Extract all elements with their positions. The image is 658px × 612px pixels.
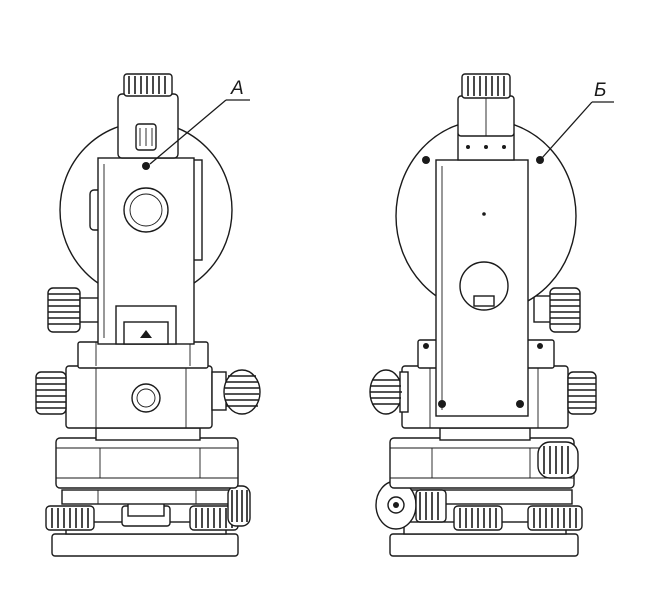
- callout-label-b: Б: [594, 80, 606, 101]
- tangent-screw-upper-right-b: [533, 287, 581, 333]
- clamp-knob-lower: [227, 485, 251, 527]
- theodolite-view-b: [369, 73, 614, 557]
- tangent-screw-upper-left: [47, 287, 101, 333]
- clamp-knob-side-b: [537, 441, 579, 479]
- tangent-screw-right-b: [567, 371, 597, 415]
- foot-screw-knobs-b: [453, 505, 583, 531]
- tangent-screw-left: [35, 371, 67, 415]
- theodolite-view-a: [35, 73, 261, 557]
- callout-label-a: А: [230, 78, 244, 99]
- foot-screw-knobs: [45, 499, 239, 531]
- clamp-knob-lower-b: [375, 480, 447, 530]
- clamp-knob-left-b: [369, 369, 409, 415]
- clamp-knob-right: [211, 369, 261, 415]
